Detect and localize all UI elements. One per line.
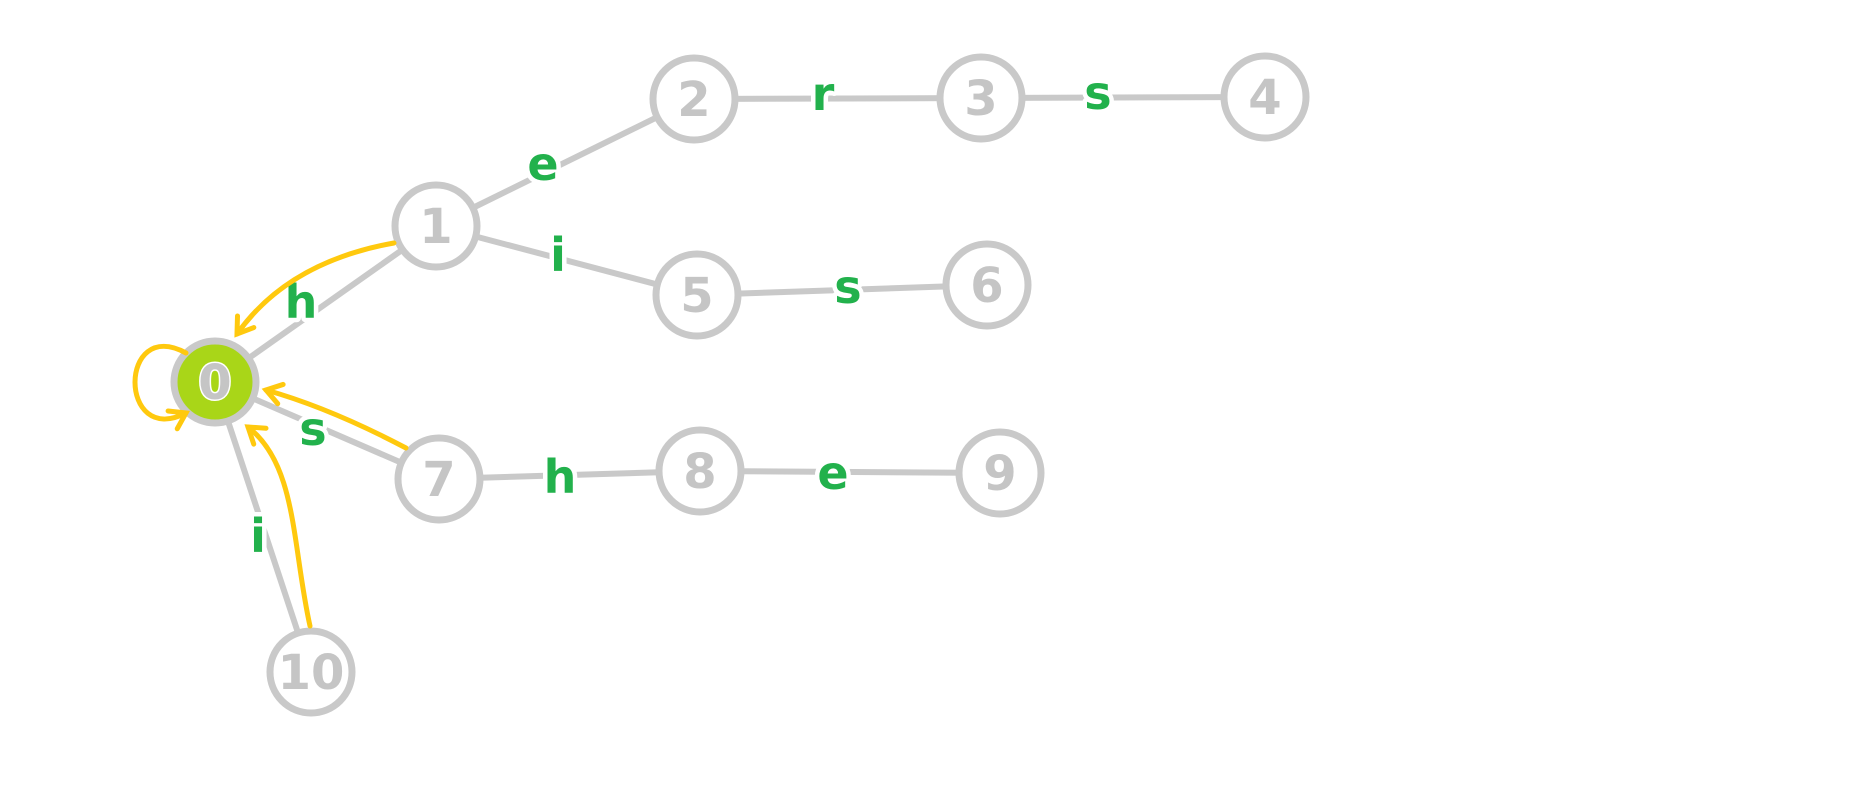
nodes-layer: 0 1 2 3 4 5 6 7 8 9 10	[170, 52, 1310, 717]
goto-edge-1-5	[435, 223, 698, 298]
edge-label-7-8: h	[544, 450, 577, 504]
edge-label-0-10: i	[250, 509, 266, 563]
goto-edge-8-9	[699, 468, 1001, 476]
goto-edges-layer	[212, 94, 1266, 673]
node-circle	[652, 250, 742, 340]
node-label: 3	[964, 71, 997, 127]
node-2: 2	[649, 54, 739, 144]
node-9: 9	[955, 428, 1045, 518]
node-label: 1	[419, 199, 452, 255]
node-circle	[1220, 52, 1310, 142]
failure-link-7-0	[261, 381, 409, 451]
node-circle	[936, 53, 1026, 143]
node-label: 8	[683, 444, 716, 500]
node-label: 0	[198, 355, 231, 411]
node-3: 3	[936, 53, 1026, 143]
failure-link-10-0	[244, 424, 313, 629]
node-1: 1	[391, 181, 481, 271]
node-7: 7	[394, 434, 484, 524]
node-circle	[942, 240, 1032, 330]
goto-edge-5-6	[696, 282, 988, 298]
node-circle	[394, 434, 484, 524]
failure-self-loop-0-0	[132, 343, 191, 432]
node-5: 5	[652, 250, 742, 340]
edge-label-2-3: r	[812, 67, 835, 121]
node-label: 7	[422, 452, 455, 508]
node-0: 0	[170, 337, 260, 427]
node-10: 10	[266, 627, 356, 717]
edge-label-1-5: i	[550, 228, 566, 282]
node-circle	[649, 54, 739, 144]
node-circle-highlighted	[170, 337, 260, 427]
node-circle	[266, 627, 356, 717]
node-label: 6	[970, 258, 1003, 314]
node-label: 10	[278, 645, 345, 701]
goto-edge-0-1	[213, 223, 438, 385]
goto-edge-0-10	[212, 381, 314, 673]
node-6: 6	[942, 240, 1032, 330]
node-circle	[655, 426, 745, 516]
node-8: 8	[655, 426, 745, 516]
edge-label-1-2: e	[527, 137, 558, 191]
node-4: 4	[1220, 52, 1310, 142]
goto-edge-3-4	[980, 94, 1266, 101]
edge-label-5-6: s	[834, 260, 861, 314]
goto-edge-1-2	[434, 96, 696, 229]
node-circle	[391, 181, 481, 271]
failure-links-layer	[132, 240, 409, 629]
node-label: 4	[1248, 70, 1281, 126]
edge-label-3-4: s	[1084, 66, 1111, 120]
node-label: 2	[677, 72, 710, 128]
node-circle	[955, 428, 1045, 518]
node-label: 9	[983, 446, 1016, 502]
edge-label-8-9: e	[817, 446, 848, 500]
node-label: 5	[680, 268, 713, 324]
goto-edge-2-3	[693, 95, 982, 102]
failure-link-1-0	[234, 240, 397, 338]
